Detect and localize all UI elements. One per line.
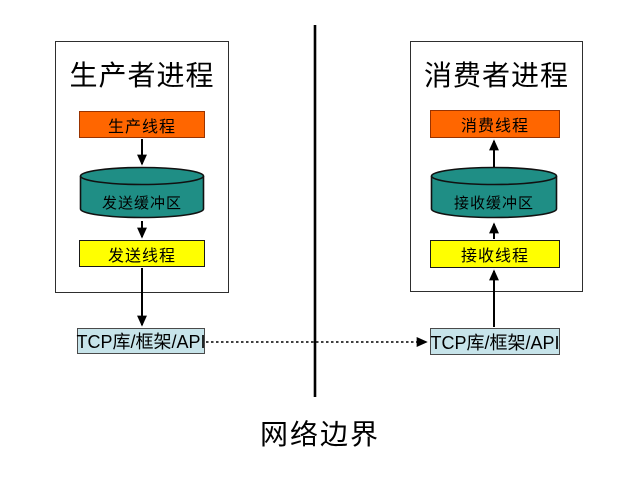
consumer-buffer-node: 接收缓冲区 bbox=[430, 166, 558, 220]
producer-worker-node: 发送线程 bbox=[79, 240, 205, 267]
producer-title: 生产者进程 bbox=[69, 61, 215, 92]
consumer-buffer-label: 接收缓冲区 bbox=[453, 195, 534, 212]
consumer-thread-label: 消费线程 bbox=[460, 118, 529, 135]
cylinder-icon bbox=[79, 166, 205, 219]
consumer-title: 消费者进程 bbox=[423, 61, 569, 92]
network-boundary-label: 网络边界 bbox=[259, 420, 380, 451]
producer-thread-node: 生产线程 bbox=[79, 111, 205, 138]
consumer-thread-node: 消费线程 bbox=[430, 110, 560, 138]
producer-api-label: TCP库/框架/API bbox=[76, 332, 206, 352]
cylinder-icon bbox=[430, 166, 558, 219]
consumer-worker-label: 接收线程 bbox=[460, 248, 529, 265]
consumer-api-node: TCP库/框架/API bbox=[430, 328, 560, 355]
producer-thread-label: 生产线程 bbox=[107, 118, 176, 136]
consumer-api-label: TCP库/框架/API bbox=[430, 332, 560, 353]
producer-worker-label: 发送线程 bbox=[107, 247, 176, 265]
consumer-worker-node: 接收线程 bbox=[430, 240, 560, 268]
producer-api-node: TCP库/框架/API bbox=[76, 328, 206, 354]
producer-buffer-label: 发送缓冲区 bbox=[101, 195, 182, 212]
producer-buffer-node: 发送缓冲区 bbox=[79, 166, 205, 220]
